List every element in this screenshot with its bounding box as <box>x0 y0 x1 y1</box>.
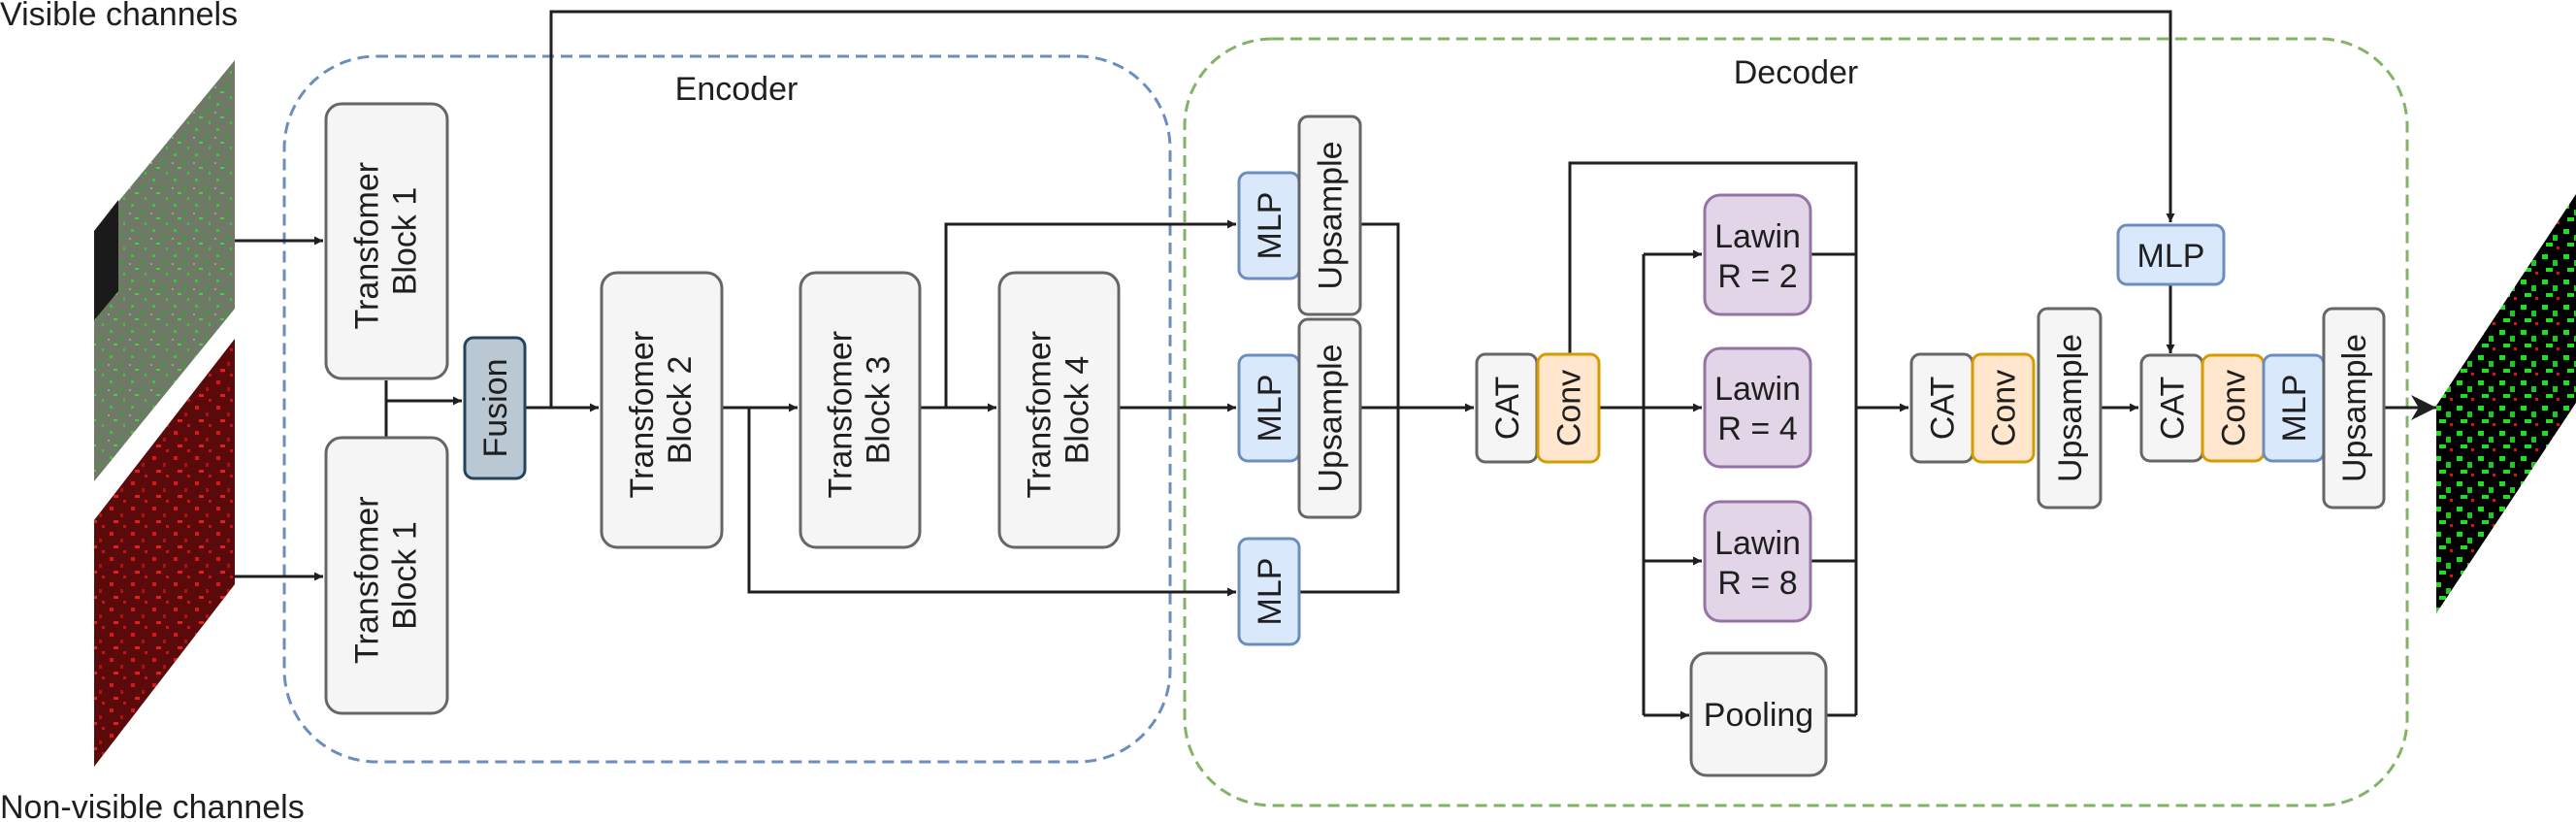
pooling-block: Pooling <box>1689 651 1828 777</box>
mlp-block-3: MLP <box>1237 537 1301 646</box>
lawin-r8-line-1: Lawin <box>1714 525 1801 562</box>
transformer-block-2-line-2: Block 2 <box>662 356 699 465</box>
svg-text:Transfomer Block 3: Transfomer Block 3 <box>823 321 897 498</box>
lawin-r4-line-1: Lawin <box>1714 371 1801 408</box>
upsample-block-1: Upsample <box>1297 115 1362 316</box>
transformer-block-2-line-1: Transfomer <box>624 331 661 499</box>
visible-channels-image <box>94 60 235 481</box>
transformer-block-4: Transfomer Block 4 <box>997 271 1121 549</box>
pooling-label: Pooling <box>1704 697 1813 734</box>
mlp-block-final: MLP <box>2262 353 2326 463</box>
mlp-label-1: MLP <box>1252 192 1288 260</box>
transformer-block-1-bottom-line-2: Block 1 <box>387 521 424 630</box>
conv-block-1: Conv <box>1536 352 1601 464</box>
connectors <box>235 10 2436 720</box>
transformer-block-1-top-line-2: Block 1 <box>387 187 424 296</box>
transformer-block-4-line-1: Transfomer <box>1022 331 1059 499</box>
fusion-label: Fusion <box>477 358 514 457</box>
mlp-label-final: MLP <box>2276 375 2313 443</box>
output-segmentation-image <box>2436 194 2576 613</box>
lawin-r4-line-2: R = 4 <box>1717 411 1797 447</box>
cat-label-2: CAT <box>1925 377 1962 440</box>
upsample-label-1: Upsample <box>1313 141 1350 289</box>
lawin-r4-block: Lawin R = 4 <box>1703 346 1812 469</box>
conv-label-2: Conv <box>1986 370 2023 446</box>
transformer-block-3-line-1: Transfomer <box>823 331 860 499</box>
visible-channels-label: Visible channels <box>0 0 238 33</box>
mlp-label-2: MLP <box>1252 375 1288 443</box>
transformer-block-1-bottom: Transfomer Block 1 <box>324 436 449 715</box>
lawin-r8-block: Lawin R = 8 <box>1703 500 1812 623</box>
conv-block-2: Conv <box>1971 352 2036 464</box>
mlp-label-3: MLP <box>1252 558 1288 626</box>
mlp-block-2: MLP <box>1237 353 1301 463</box>
lawin-r2-line-1: Lawin <box>1714 218 1801 255</box>
transformer-block-4-line-2: Block 4 <box>1060 356 1096 465</box>
lawin-r2-line-2: R = 2 <box>1717 258 1797 295</box>
visible-image-black-corner <box>94 200 118 320</box>
encoder-label: Encoder <box>675 71 799 108</box>
cat-block-1: CAT <box>1475 352 1539 464</box>
upsample-block-2: Upsample <box>1297 317 1362 519</box>
cat-block-2: CAT <box>1909 352 1974 464</box>
transformer-block-1-bottom-line-1: Transfomer <box>349 496 386 664</box>
cat-label-3: CAT <box>2155 377 2192 440</box>
fusion-block: Fusion <box>463 336 527 480</box>
transformer-block-3: Transfomer Block 3 <box>799 271 922 549</box>
decoder-label: Decoder <box>1734 54 1859 91</box>
upsample-label-2: Upsample <box>1313 344 1350 492</box>
upsample-label-final: Upsample <box>2336 334 2373 482</box>
svg-text:Transfomer Block 1: Transfomer Block 1 <box>349 487 424 664</box>
conv-label-1: Conv <box>1551 370 1588 446</box>
non-visible-channels-label: Non-visible channels <box>0 789 305 822</box>
transformer-block-2: Transfomer Block 2 <box>600 271 724 549</box>
conv-label-3: Conv <box>2216 370 2253 446</box>
transformer-block-1-top: Transfomer Block 1 <box>324 102 449 380</box>
svg-text:Transfomer Block 4: Transfomer Block 4 <box>1022 321 1096 498</box>
mlp-block-1: MLP <box>1237 171 1301 280</box>
cat-block-3: CAT <box>2139 353 2204 463</box>
non-visible-channels-image <box>94 339 235 767</box>
decoder-group <box>1183 37 2409 807</box>
transformer-block-1-top-line-1: Transfomer <box>349 162 386 330</box>
upsample-block-final: Upsample <box>2322 307 2386 510</box>
upsample-block-3: Upsample <box>2037 307 2103 510</box>
transformer-block-3-line-2: Block 3 <box>861 356 897 465</box>
mlp-block-top: MLP <box>2116 223 2226 286</box>
upsample-label-3: Upsample <box>2052 334 2089 482</box>
lawin-r2-block: Lawin R = 2 <box>1703 193 1812 316</box>
conv-block-3: Conv <box>2201 353 2266 463</box>
svg-text:Transfomer Block 2: Transfomer Block 2 <box>624 321 699 498</box>
lawin-r8-line-2: R = 8 <box>1717 565 1797 602</box>
cat-label-1: CAT <box>1489 377 1526 440</box>
svg-text:Transfomer Block 1: Transfomer Block 1 <box>349 152 424 329</box>
mlp-label-top: MLP <box>2137 238 2205 275</box>
